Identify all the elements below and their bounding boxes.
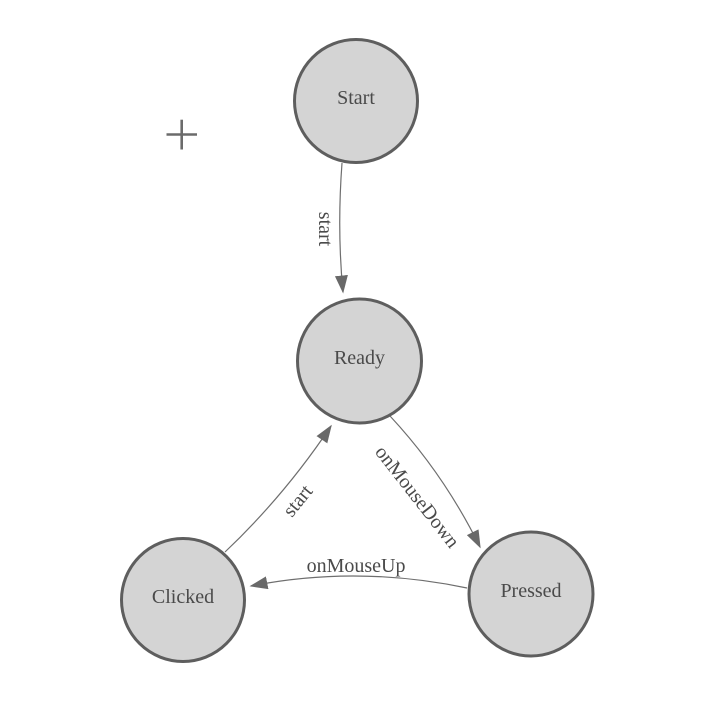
state-node-clicked[interactable]: Clicked (120, 537, 246, 663)
transition-pressed-to-clicked: onMouseUp (249, 555, 468, 590)
state-node-start[interactable]: Start (293, 38, 419, 164)
transition-edge[interactable] (334, 162, 348, 294)
transition-start-to-ready: start (314, 162, 348, 294)
transition-label: onMouseUp (307, 555, 406, 577)
transition-edge[interactable] (389, 415, 481, 549)
state-circle[interactable] (120, 537, 246, 663)
state-circle[interactable] (467, 530, 595, 658)
crosshair-cursor-icon (166, 119, 197, 150)
state-circle[interactable] (293, 38, 419, 164)
transition-edge[interactable] (249, 575, 468, 590)
transition-label: onMouseDown (370, 442, 463, 553)
transition-ready-to-pressed: onMouseDown (370, 415, 481, 553)
state-node-pressed[interactable]: Pressed (467, 530, 595, 658)
state-label: Pressed (500, 580, 561, 602)
state-label: Start (337, 87, 375, 109)
transition-label: start (314, 212, 336, 247)
state-node-ready[interactable]: Ready (296, 297, 423, 425)
state-circle[interactable] (296, 297, 423, 425)
transition-edge[interactable] (224, 424, 332, 553)
state-label: Ready (334, 347, 385, 369)
transition-label: start (279, 480, 318, 521)
state-label: Clicked (152, 586, 214, 608)
transition-clicked-to-ready: start (224, 424, 332, 553)
